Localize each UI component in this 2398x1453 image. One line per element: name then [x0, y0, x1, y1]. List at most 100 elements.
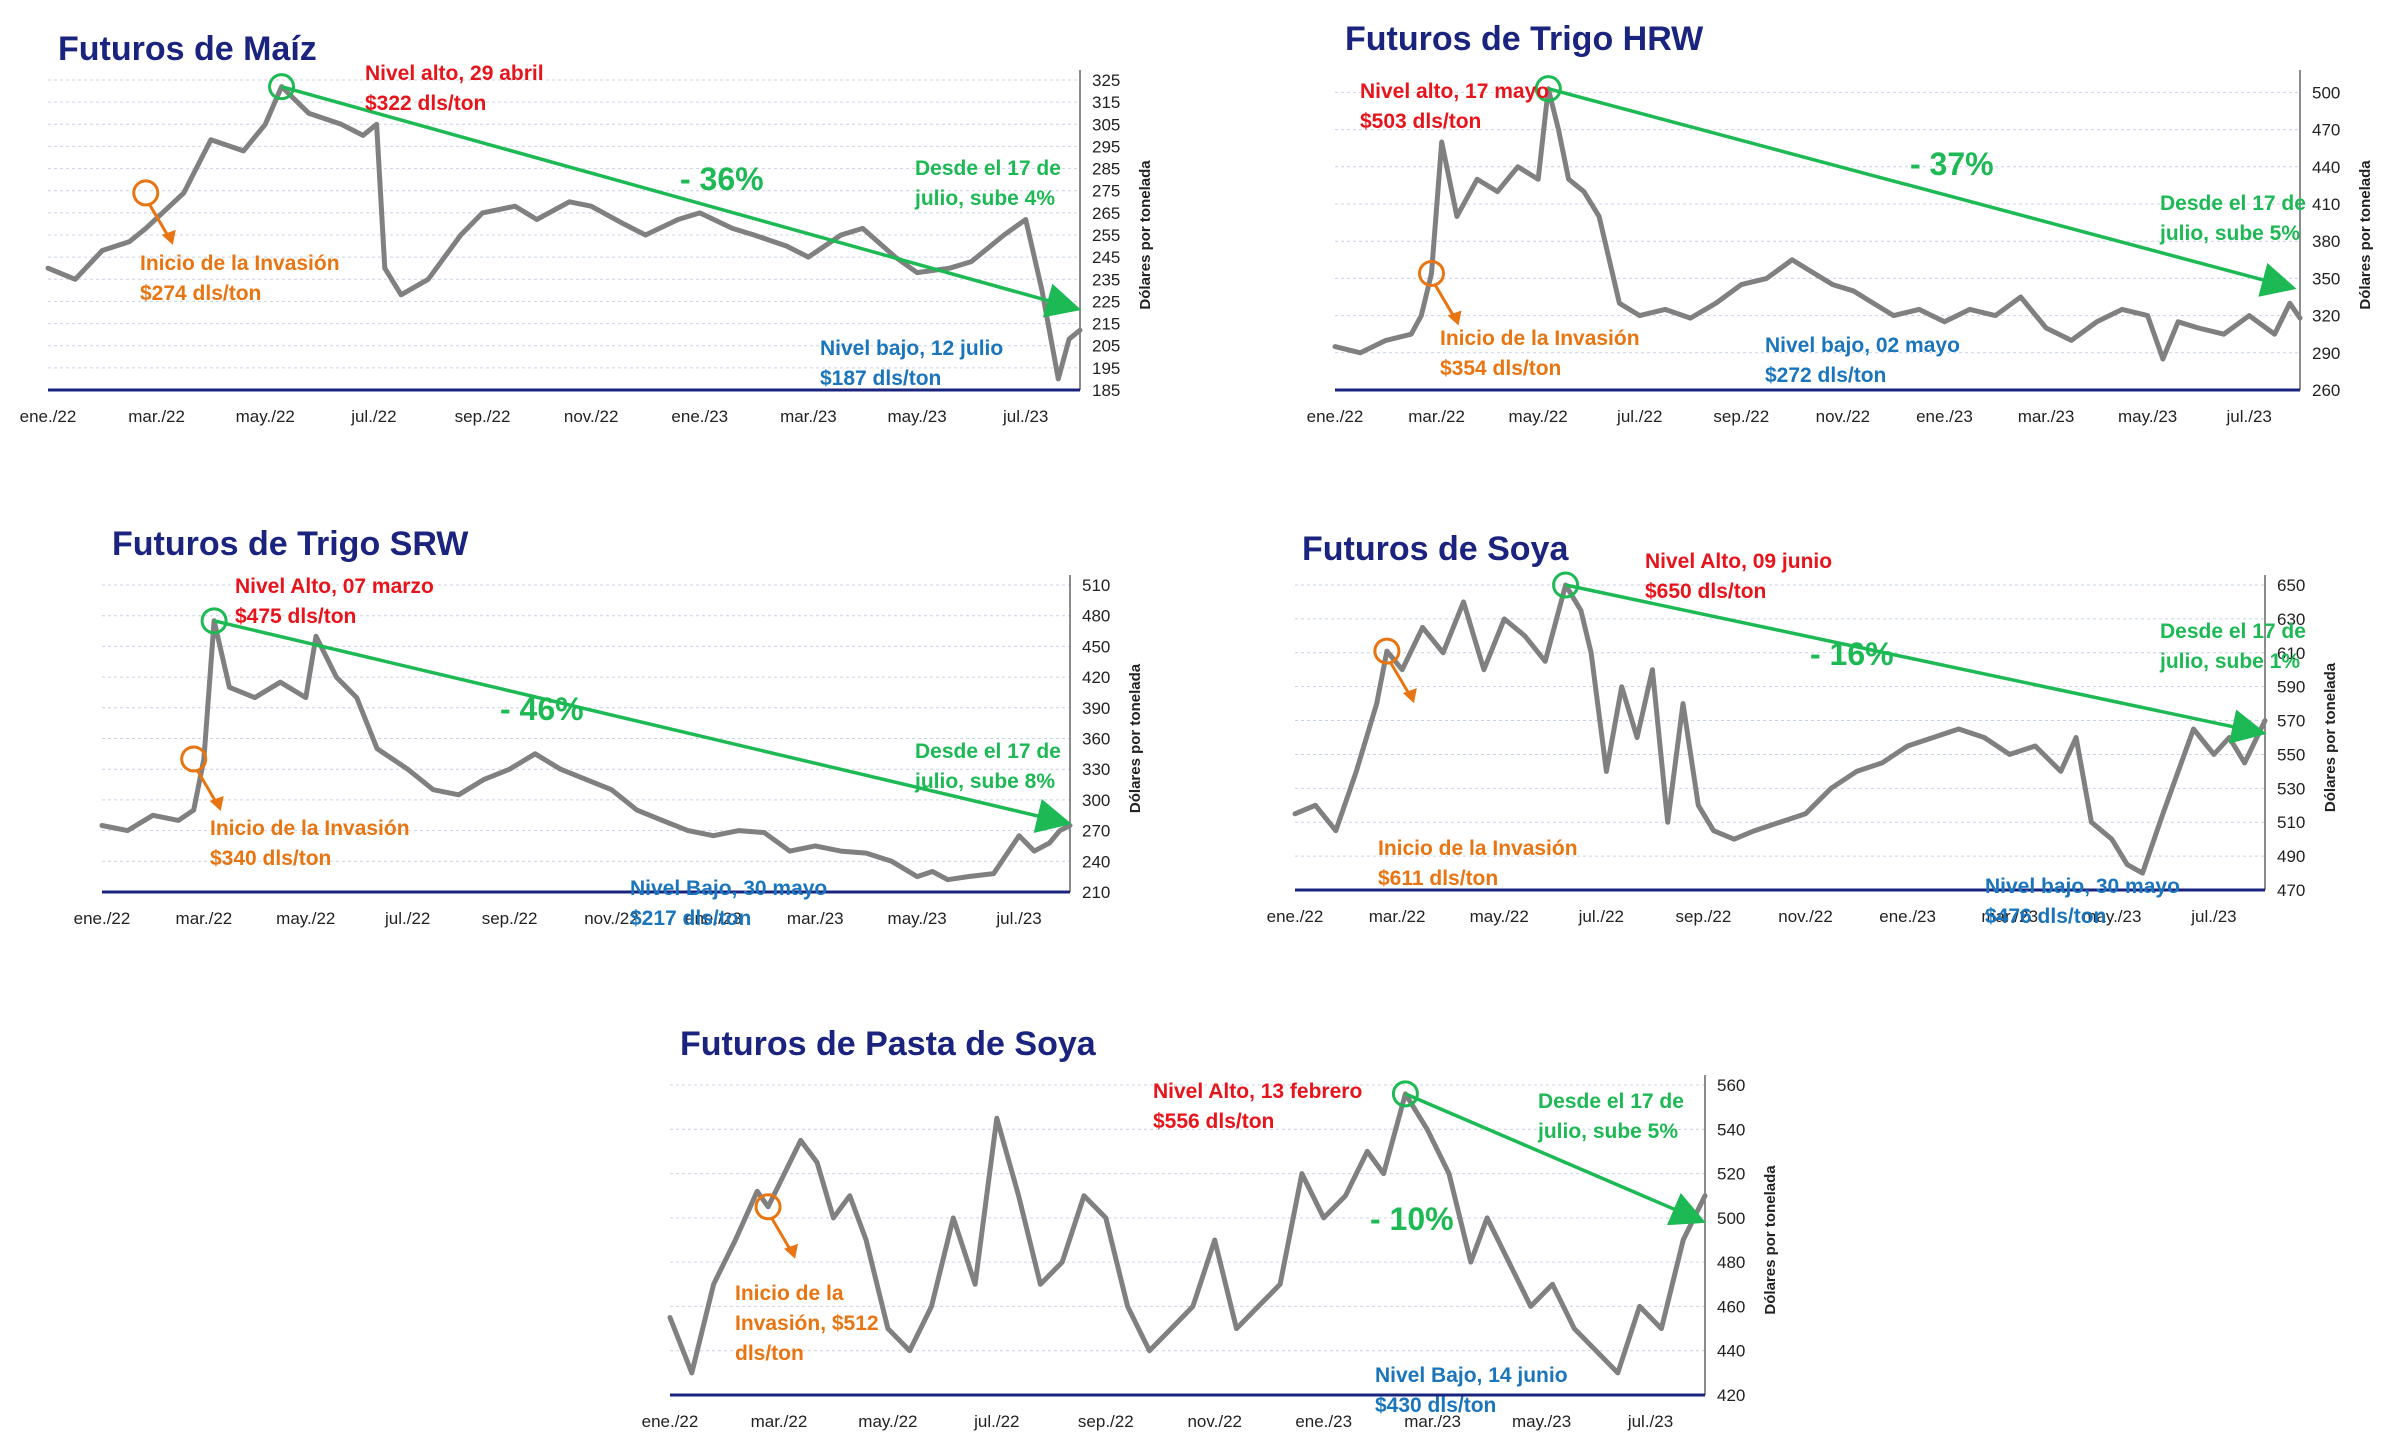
annotation-since-line: julio, sube 5%: [1537, 1120, 1678, 1143]
annotation-high-line: $475 dls/ton: [235, 605, 356, 628]
x-tick-label: jul./22: [1616, 407, 1662, 426]
y-tick-label: 390: [1082, 699, 1110, 718]
trend-arrow: [1565, 583, 2267, 744]
x-tick-label: may./23: [2118, 407, 2177, 426]
annotation-low-line: $187 dls/ton: [820, 367, 941, 390]
y-axis-title: Dólares por tonelada: [1762, 1165, 1779, 1315]
price-line: [1292, 582, 2268, 876]
y-tick-label: 510: [1082, 576, 1110, 595]
annotation-low-line: Nivel Bajo, 30 mayo: [630, 877, 827, 900]
x-tick-label: mar./23: [780, 407, 837, 426]
y-tick-label: 210: [1082, 883, 1110, 902]
x-tick-label: may./22: [1509, 407, 1568, 426]
x-tick-label: mar./22: [128, 407, 185, 426]
chart-maiz-svg: Futuros de Maíz1851952052152252352452552…: [20, 30, 1154, 426]
annotation-invasion-line: Invasión, $512: [735, 1312, 879, 1335]
x-tick-label: jul./22: [973, 1412, 1019, 1431]
annotation-invasion-line: $354 dls/ton: [1440, 357, 1561, 380]
annotation-invasion-line: $611 dls/ton: [1378, 867, 1498, 890]
annotation-since-line: Desde el 17 de: [915, 740, 1061, 763]
y-tick-label: 320: [2312, 307, 2340, 326]
chart-title: Futuros de Trigo HRW: [1345, 20, 1704, 58]
y-tick-label: 205: [1092, 337, 1120, 356]
x-tick-label: may./22: [1470, 907, 1529, 926]
price-line: [45, 84, 1083, 382]
x-tick-label: ene./23: [685, 909, 742, 928]
y-tick-label: 560: [1717, 1076, 1745, 1095]
x-tick-label: jul./23: [995, 909, 1041, 928]
y-tick-label: 270: [1082, 822, 1110, 841]
chart-trigo-srw-svg: Futuros de Trigo SRW21024027030033036039…: [74, 525, 1144, 930]
x-tick-label: ene./22: [74, 909, 131, 928]
x-tick-label: mar./23: [1981, 907, 2038, 926]
y-tick-label: 440: [1717, 1342, 1745, 1361]
invasion-marker-circle: [1418, 259, 1445, 287]
x-tick-label: ene./22: [1267, 907, 1324, 926]
y-tick-label: 305: [1092, 115, 1120, 134]
y-tick-label: 260: [2312, 381, 2340, 400]
chart-title: Futuros de Soya: [1302, 530, 1569, 568]
annotation-low-line: Nivel bajo, 02 mayo: [1765, 334, 1960, 357]
x-tick-label: sep./22: [1713, 407, 1769, 426]
invasion-marker-circle: [754, 1193, 782, 1221]
annotation-low-line: $217 dls/ton: [630, 907, 751, 930]
invasion-pointer: [148, 204, 172, 240]
y-tick-label: 540: [1717, 1120, 1745, 1139]
y-tick-label: 300: [1082, 791, 1110, 810]
y-tick-label: 650: [2277, 576, 2305, 595]
y-tick-label: 570: [2277, 712, 2305, 731]
y-tick-label: 480: [1082, 607, 1110, 626]
y-tick-label: 325: [1092, 71, 1120, 90]
x-tick-label: jul./22: [1578, 907, 1624, 926]
annotation-high-line: $322 dls/ton: [365, 92, 486, 115]
y-tick-label: 490: [2277, 847, 2305, 866]
invasion-marker-circle: [1373, 637, 1401, 665]
x-tick-label: jul./23: [2190, 907, 2236, 926]
y-tick-label: 590: [2277, 678, 2305, 697]
x-tick-label: nov./22: [1187, 1412, 1242, 1431]
annotation-high-line: Nivel alto, 29 abril: [365, 62, 544, 85]
x-tick-label: ene./22: [20, 407, 77, 426]
y-tick-label: 240: [1082, 852, 1110, 871]
x-tick-label: jul./22: [384, 909, 430, 928]
y-tick-label: 275: [1092, 182, 1120, 201]
annotation-high-line: $556 dls/ton: [1153, 1110, 1274, 1133]
high-marker-circle: [268, 73, 296, 101]
y-tick-label: 420: [1717, 1386, 1745, 1405]
annotation-invasion-line: $340 dls/ton: [210, 847, 331, 870]
y-tick-label: 215: [1092, 315, 1120, 334]
annotation-low-line: $272 dls/ton: [1765, 364, 1886, 387]
x-tick-label: mar./23: [2018, 407, 2075, 426]
x-tick-label: sep./22: [1676, 907, 1732, 926]
chart-soya-svg: Futuros de Soya4704905105305505705906106…: [1267, 530, 2339, 928]
x-tick-label: ene./23: [671, 407, 728, 426]
chart-title: Futuros de Pasta de Soya: [680, 1025, 1097, 1063]
chart-title: Futuros de Trigo SRW: [112, 525, 469, 563]
invasion-pointer-head: [1447, 310, 1462, 326]
annotation-since-line: Desde el 17 de: [1538, 1090, 1684, 1113]
y-tick-label: 410: [2312, 195, 2340, 214]
high-marker-circle: [1534, 75, 1562, 103]
x-tick-label: jul./23: [1627, 1412, 1673, 1431]
annotation-invasion-line: Inicio de la Invasión: [1378, 837, 1578, 860]
y-tick-label: 245: [1092, 248, 1120, 267]
x-tick-label: mar./22: [1369, 907, 1426, 926]
high-marker-circle: [1552, 571, 1580, 599]
y-tick-label: 470: [2312, 121, 2340, 140]
x-tick-label: may./22: [276, 909, 335, 928]
y-tick-label: 630: [2277, 610, 2305, 629]
annotation-since-line: julio, sube 5%: [2159, 222, 2300, 245]
x-tick-label: mar./22: [1408, 407, 1465, 426]
x-tick-label: may./23: [888, 909, 947, 928]
x-tick-label: nov./22: [1778, 907, 1833, 926]
y-tick-label: 500: [2312, 83, 2340, 102]
x-tick-label: ene./23: [1916, 407, 1973, 426]
x-tick-label: jul./23: [2226, 407, 2272, 426]
annotation-high-line: Nivel Alto, 13 febrero: [1153, 1080, 1362, 1103]
x-tick-label: nov./22: [1816, 407, 1871, 426]
y-tick-label: 185: [1092, 381, 1120, 400]
